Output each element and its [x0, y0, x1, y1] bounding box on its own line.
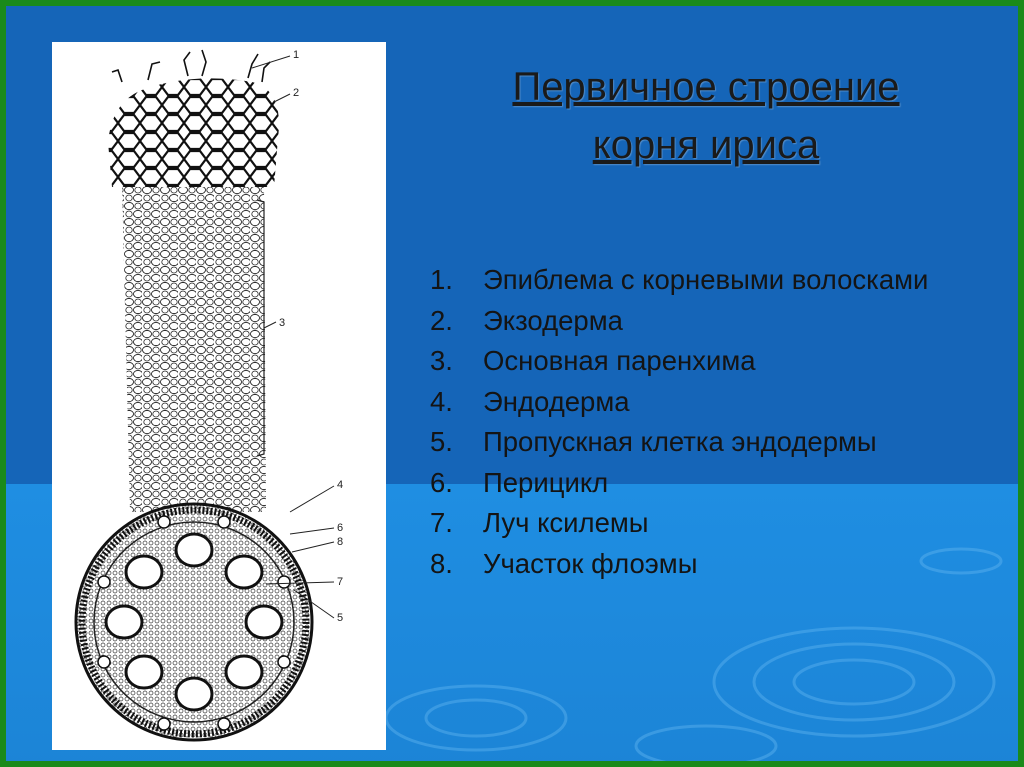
figure-label-7: 7 [337, 576, 343, 588]
legend-item-text: Экзодерма [483, 304, 623, 336]
root-diagram: 1 2 3 4 6 8 7 5 [74, 49, 343, 742]
exodermis-region [108, 78, 279, 187]
legend-item: 1. Эпиблема с корневыми волосками [430, 260, 990, 301]
legend-item: 7. Луч ксилемы [430, 503, 990, 544]
legend-item-number: 5. [430, 426, 453, 457]
legend-item: 6. Перицикл [430, 463, 990, 504]
legend-item: 2. Экзодерма [430, 301, 990, 342]
legend-item-number: 7. [430, 507, 453, 538]
figure-label-8: 8 [337, 536, 343, 548]
legend-item-number: 3. [430, 345, 453, 376]
figure-label-5: 5 [337, 612, 343, 624]
legend-item-number: 2. [430, 304, 453, 336]
xylem-vessels [104, 532, 284, 712]
legend-list: 1. Эпиблема с корневыми волосками 2. Экзод… [430, 260, 990, 584]
legend-item-text: Участок флоэмы [483, 547, 698, 579]
legend-item-number: 4. [430, 385, 453, 417]
figure-label-1: 1 [293, 49, 299, 61]
leader-lines [251, 55, 335, 619]
slide-title: Первичное строение корня ириса [386, 58, 1018, 174]
figure-label-6: 6 [337, 522, 343, 534]
root-hairs [111, 49, 271, 83]
parenchyma-region [122, 182, 266, 512]
legend-item-text: Основная паренхима [483, 345, 756, 376]
legend-item-text: Луч ксилемы [483, 507, 649, 538]
legend-item: 8. Участок флоэмы [430, 544, 990, 585]
legend-item: 3. Основная паренхима [430, 341, 990, 382]
root-cross-section-figure: 1 2 3 4 6 8 7 5 [52, 42, 386, 750]
legend-item-text: Пропускная клетка эндодермы [483, 426, 877, 457]
legend-item: 4. Эндодерма [430, 382, 990, 423]
legend-item-text: Перицикл [483, 466, 609, 498]
figure-label-3: 3 [279, 317, 285, 329]
figure-label-2: 2 [293, 87, 299, 99]
slide-title-line-1: Первичное строение [512, 65, 900, 109]
legend-item-text: Эпиблема с корневыми волосками [483, 264, 929, 295]
legend-item: 5. Пропускная клетка эндодермы [430, 422, 990, 463]
water-ripples-decoration [384, 547, 1003, 761]
figure-label-4: 4 [337, 479, 343, 491]
legend-item-text: Эндодерма [483, 385, 630, 417]
legend-item-number: 1. [430, 264, 453, 295]
legend-item-number: 6. [430, 466, 453, 498]
slide-title-line-2: корня ириса [592, 123, 820, 167]
legend-item-number: 8. [430, 547, 453, 579]
endodermis-ring [78, 506, 310, 738]
